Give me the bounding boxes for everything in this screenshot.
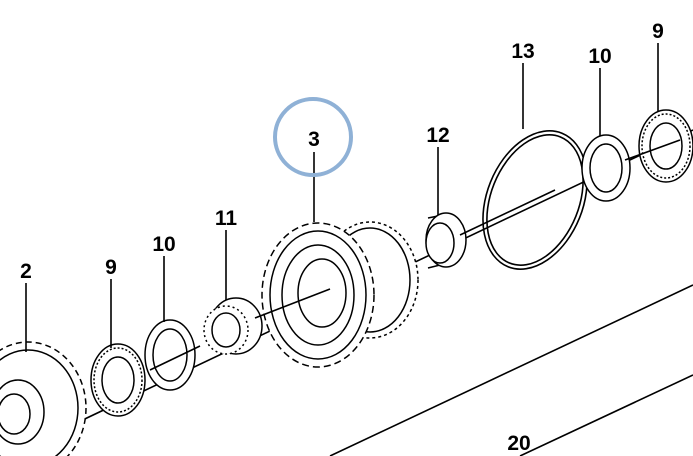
part-9-bearing-left <box>90 343 146 417</box>
part-13-o-ring <box>482 130 588 270</box>
callout-12: 12 <box>426 124 449 147</box>
callout-10-left: 10 <box>152 233 175 256</box>
callout-3: 3 <box>308 128 320 151</box>
part-10-washer-left <box>144 319 196 391</box>
callout-20: 20 <box>507 432 530 455</box>
part-3-gear <box>261 221 419 368</box>
shaft-20-edge-bottom <box>519 374 693 456</box>
callout-13: 13 <box>511 40 534 63</box>
callout-2: 2 <box>20 260 32 283</box>
part-12-sleeve <box>425 212 467 269</box>
callout-10-right: 10 <box>588 45 611 68</box>
axis-segment <box>459 189 556 236</box>
callout-9-right: 9 <box>652 20 664 43</box>
axis-segment <box>254 288 331 319</box>
highlight-circle <box>273 97 353 177</box>
axis-segment <box>624 139 681 161</box>
callout-11: 11 <box>215 207 238 230</box>
part-2-gear <box>0 341 87 456</box>
callout-9-left: 9 <box>105 256 117 279</box>
axis-segment <box>149 345 201 371</box>
part-9-bearing-right <box>638 109 693 183</box>
part-10-washer-right <box>581 134 631 202</box>
part-11-cage <box>203 297 263 355</box>
shaft-20-edge-top <box>329 284 693 456</box>
